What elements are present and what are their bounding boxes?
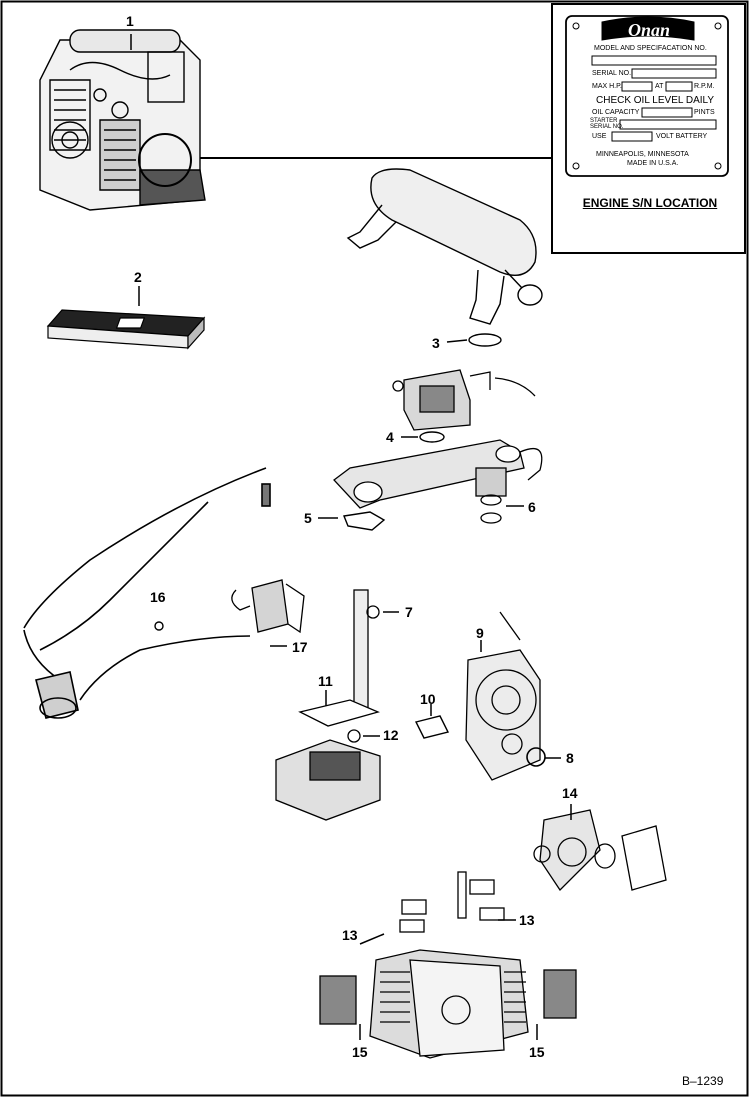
callout-12: 12: [383, 727, 399, 743]
onan-logo-text: Onan: [627, 20, 671, 40]
bearing-plate-drawing: [533, 809, 667, 892]
callout-11: 11: [318, 673, 333, 689]
callout-13-right: 13: [519, 912, 535, 928]
exhaust-gasket-part-3: [468, 333, 502, 347]
carburetor-drawing: [392, 369, 536, 431]
push-rod-tube-drawing: [353, 589, 380, 711]
plate-use: USE: [592, 133, 607, 140]
plate-starter-serial: SERIAL NO.: [590, 124, 624, 130]
plate-at: AT: [655, 83, 664, 90]
callout-4: 4: [386, 429, 394, 445]
sn-location-box: [551, 3, 746, 254]
ignition-wires-drawing: [23, 467, 271, 719]
callout-14: 14: [562, 785, 578, 801]
callout-17: 17: [292, 639, 308, 655]
plate-city: MINNEAPOLIS, MINNESOTA: [596, 151, 689, 158]
intake-manifold-drawing: [333, 439, 543, 509]
plate-check-oil: CHECK OIL LEVEL DAILY: [596, 95, 715, 106]
callout-2: 2: [134, 269, 142, 285]
callout-8: 8: [566, 750, 574, 766]
plate-serial-no: SERIAL NO.: [592, 70, 632, 77]
air-filter-element-drawing: [46, 309, 206, 350]
serial-plate: [565, 15, 729, 177]
callout-15-left: 15: [352, 1044, 368, 1060]
ignition-module-drawing: [231, 579, 305, 634]
plate-made-in: MADE IN U.S.A.: [627, 160, 679, 167]
manifold-gasket-part-5: [343, 511, 386, 531]
callout-5: 5: [304, 510, 312, 526]
plate-volt-battery: VOLT BATTERY: [656, 133, 708, 140]
plate-rpm: R.P.M.: [694, 83, 715, 90]
plate-pints: PINTS: [694, 109, 715, 116]
engine-assembly-drawing: [39, 29, 206, 211]
fuel-pump-drawing: [475, 467, 507, 524]
callout-1: 1: [126, 13, 134, 29]
callout-9: 9: [476, 625, 484, 641]
plate-model-spec: MODEL AND SPECIFACATION NO.: [594, 45, 707, 52]
gasket-part-10: [414, 715, 450, 739]
gear-cover-drawing: [465, 611, 541, 781]
callout-10: 10: [420, 691, 436, 707]
callout-15-right: 15: [529, 1044, 545, 1060]
callout-16: 16: [150, 589, 166, 605]
small-fastener-part-16: [154, 621, 164, 631]
engine-sn-caption: ENGINE S/N LOCATION: [582, 196, 718, 210]
muffler-drawing: [346, 168, 543, 325]
seal-part-8: [526, 747, 546, 767]
drawing-reference-number: B–1239: [682, 1074, 724, 1088]
cylinder-block-drawing: [319, 871, 577, 1059]
callout-3: 3: [432, 335, 440, 351]
carburetor-gasket-part-4: [419, 431, 445, 443]
oil-base-drawing: [275, 699, 381, 821]
callout-7: 7: [405, 604, 413, 620]
plate-max-hp: MAX H.P.: [592, 83, 622, 90]
callout-13-left: 13: [342, 927, 358, 943]
plate-starter: STARTER: [590, 118, 618, 124]
plate-oil-capacity: OIL CAPACITY: [592, 109, 640, 116]
callout-6: 6: [528, 499, 536, 515]
